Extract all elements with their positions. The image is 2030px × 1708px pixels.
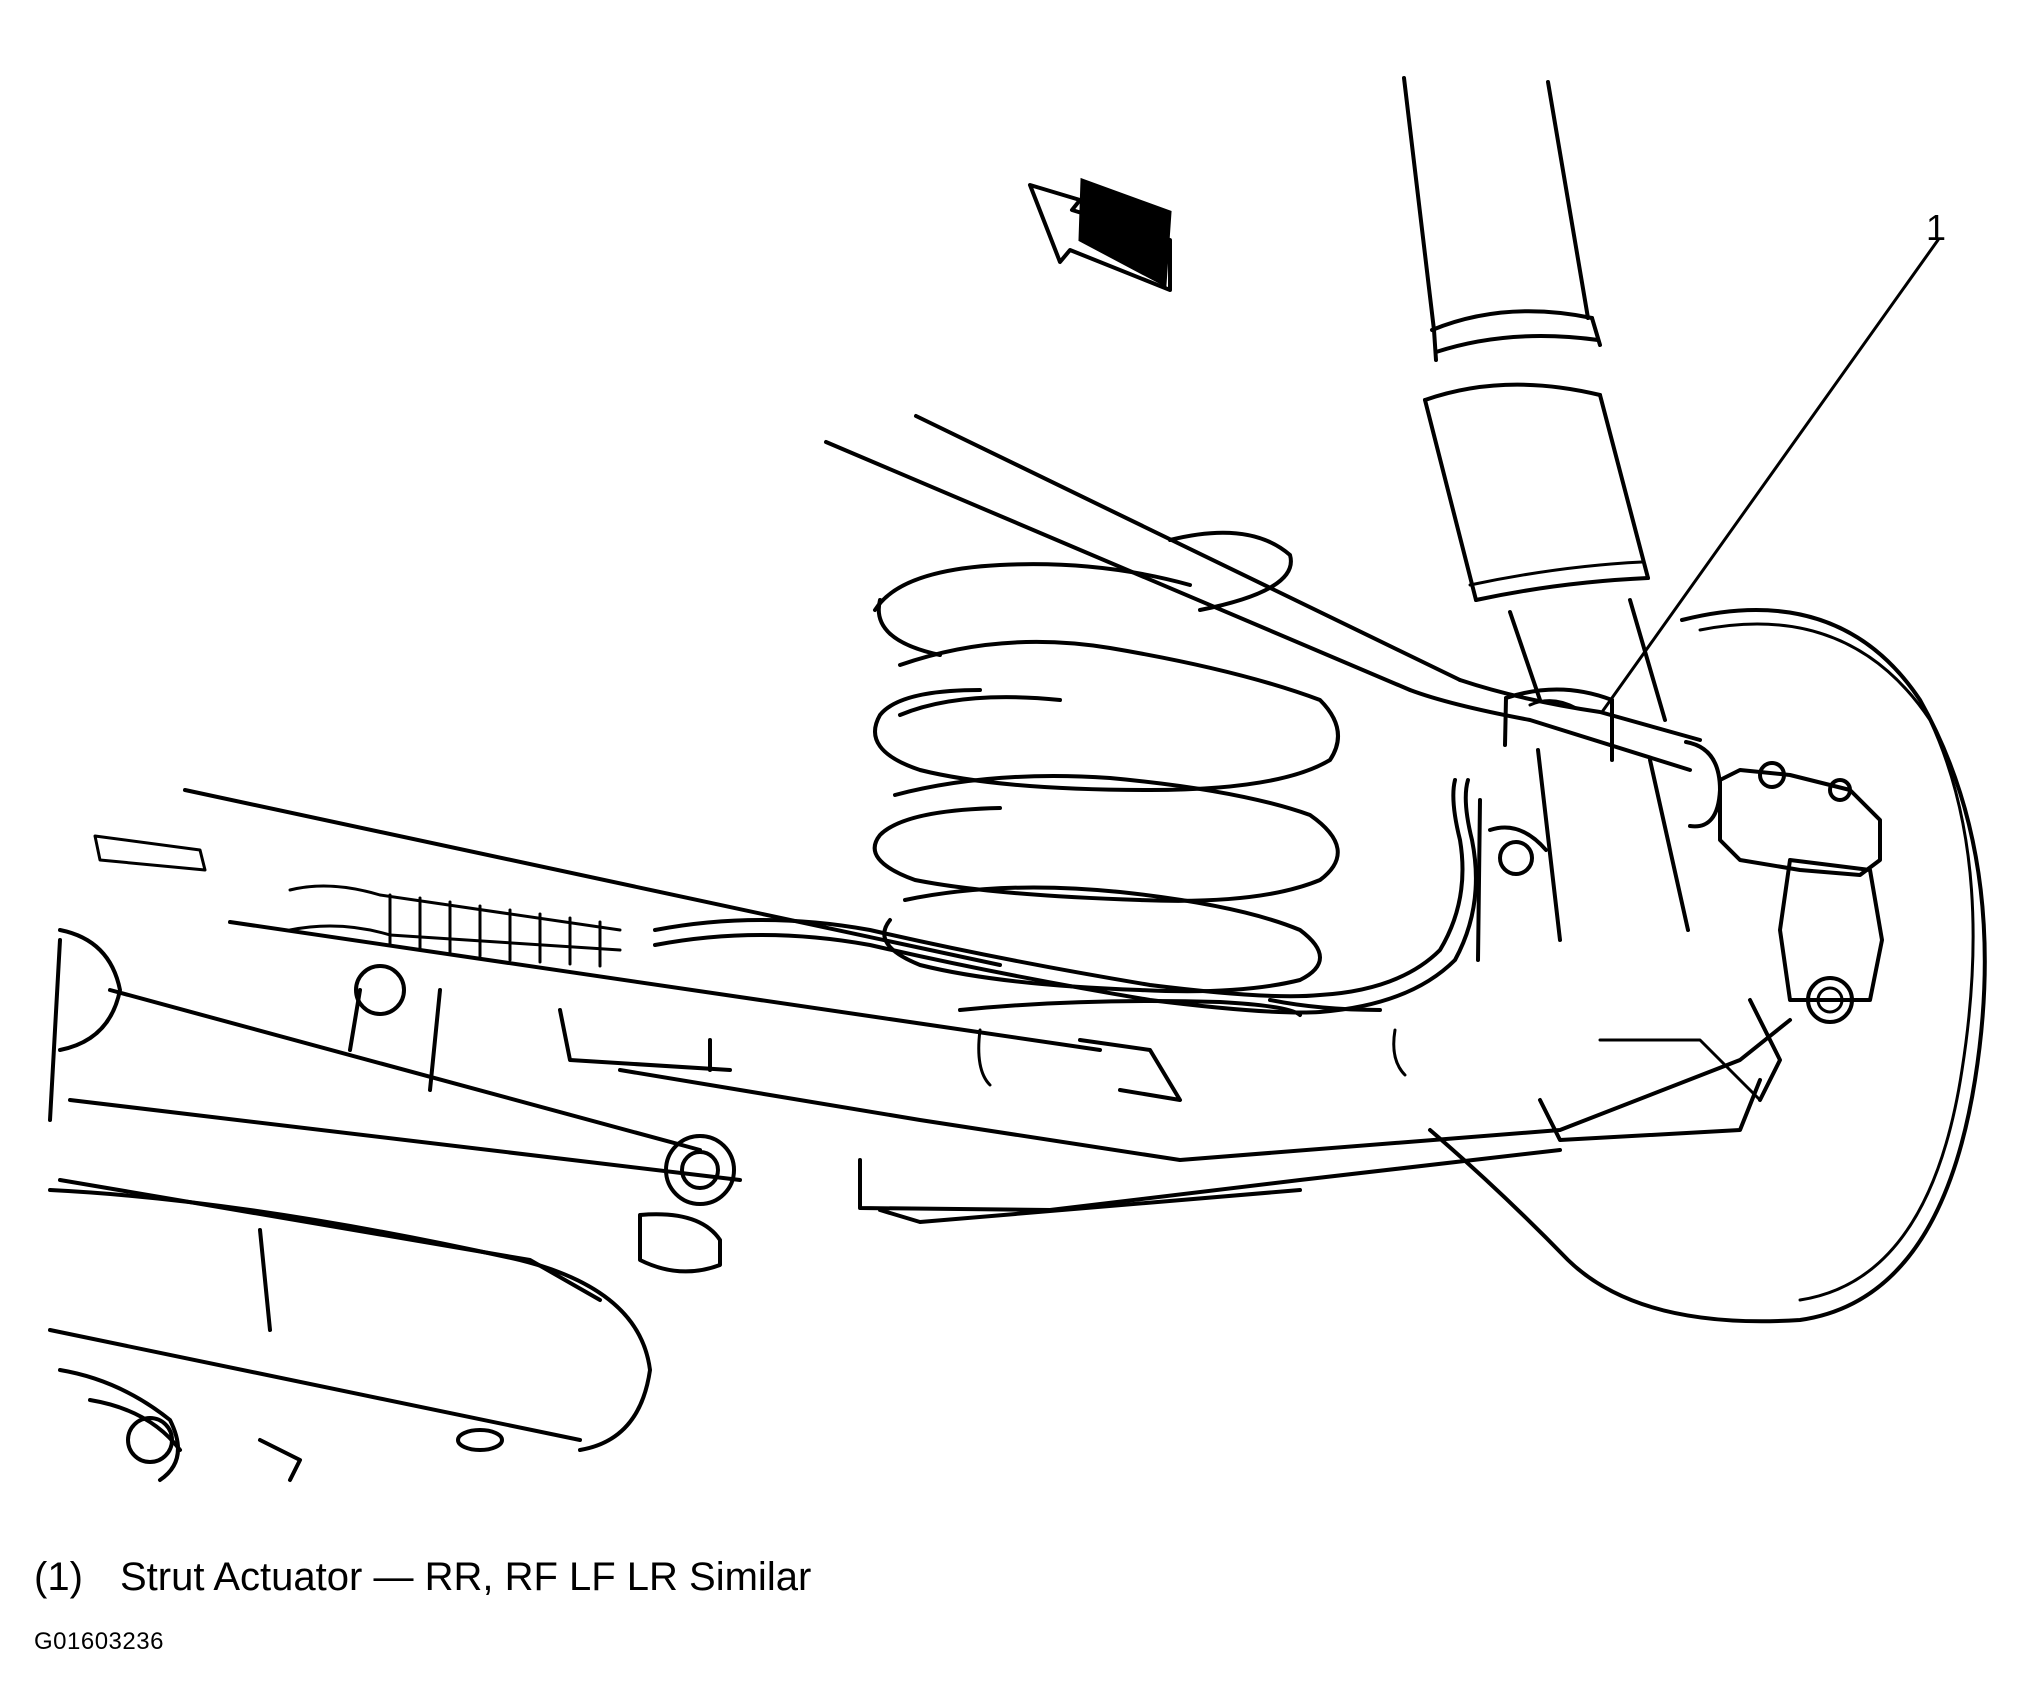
legend-label: Strut Actuator — RR, RF LF LR Similar <box>120 1555 812 1599</box>
legend-number: (1) <box>34 1555 83 1599</box>
callout-leader-1 <box>1600 238 1940 714</box>
brake-rotor <box>1428 608 1987 1324</box>
callout-number-1: 1 <box>1926 207 1947 248</box>
wiring-harness <box>93 778 1478 1087</box>
legend: (1) Strut Actuator — RR, RF LF LR Similar <box>34 1555 811 1600</box>
upper-control-arm <box>824 414 1884 1024</box>
figure-id: G01603236 <box>34 1628 164 1655</box>
front-direction-arrow <box>1028 177 1172 292</box>
lower-control-arm <box>48 788 1792 1482</box>
coil-spring <box>872 530 1340 1017</box>
strut-assembly <box>1402 76 1690 962</box>
